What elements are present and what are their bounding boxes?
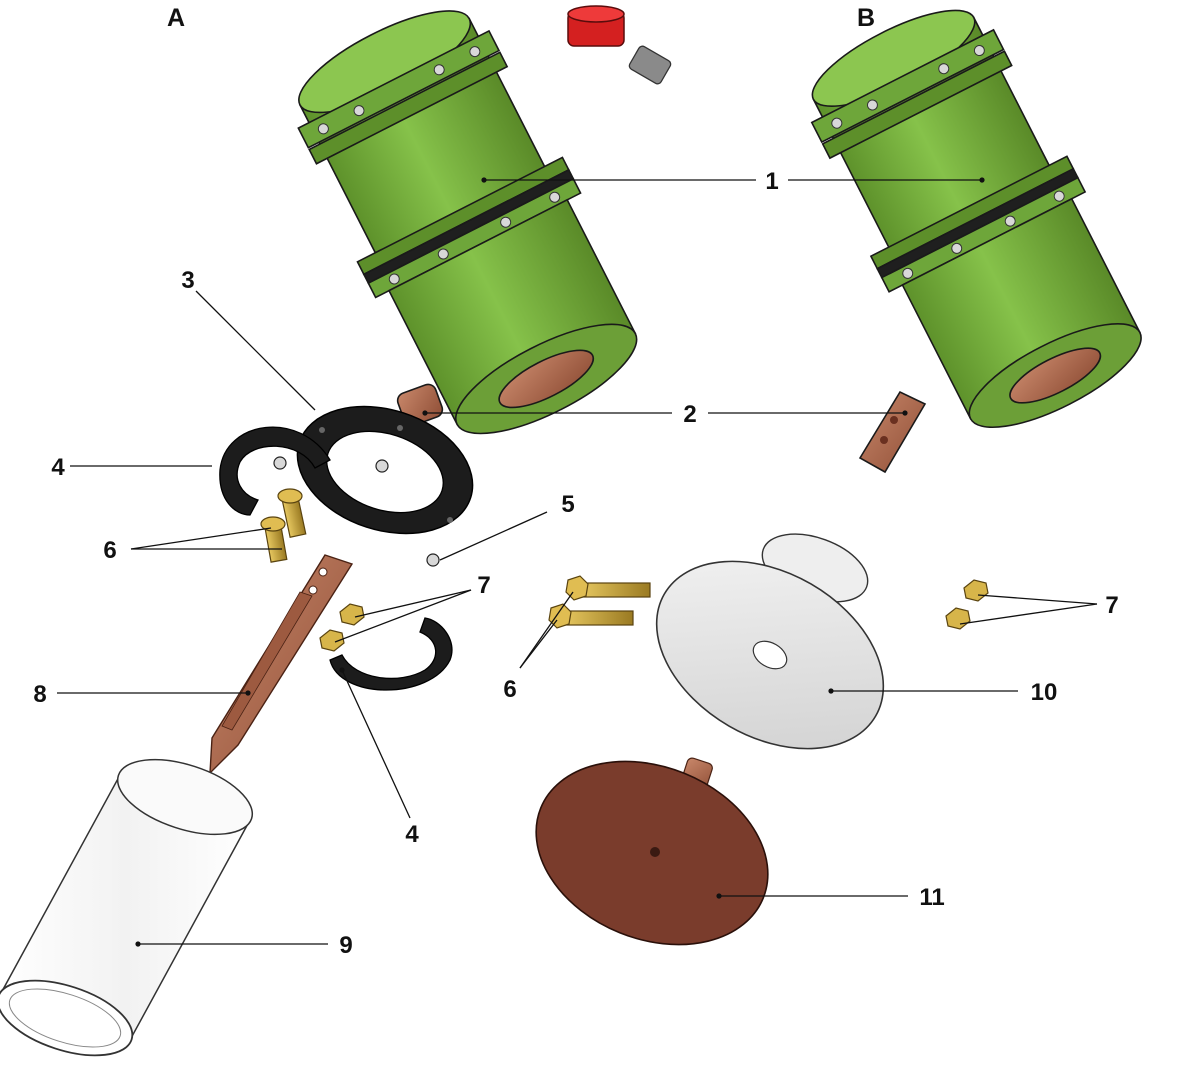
callout-4-lower: 4 (405, 821, 419, 848)
callout-8: 8 (33, 681, 46, 708)
callout-3: 3 (181, 267, 194, 294)
panel-label-b: B (857, 4, 875, 32)
half-clamp-4-lower (329, 617, 453, 691)
screws-5 (273, 456, 440, 567)
housing-b (810, 9, 1142, 429)
callout-11: 11 (919, 884, 944, 911)
callout-6-b: 6 (503, 676, 516, 703)
shaft-b (858, 390, 927, 474)
callout-5: 5 (561, 491, 574, 518)
callout-7-a: 7 (477, 572, 490, 599)
callout-2: 2 (683, 401, 696, 428)
blade-8 (209, 554, 354, 775)
callout-7-b: 7 (1105, 592, 1118, 619)
callout-4-upper: 4 (51, 454, 65, 481)
panel-label-a: A (167, 4, 185, 32)
bolts-6-a (260, 488, 307, 563)
leader-lines (57, 177, 1098, 947)
housing-a (297, 10, 638, 435)
callout-9: 9 (339, 932, 352, 959)
glass-tube-9 (0, 758, 254, 1057)
nuts-7-b (945, 579, 989, 630)
disk-10 (655, 533, 885, 750)
callout-10: 10 (1031, 679, 1058, 706)
half-clamp-4-upper (219, 426, 331, 516)
callout-1: 1 (765, 168, 778, 195)
callout-6-a: 6 (103, 537, 116, 564)
red-cap (567, 5, 672, 85)
nuts-7-a (319, 603, 365, 652)
bolts-6-b (548, 575, 651, 629)
disk-11 (535, 757, 769, 946)
